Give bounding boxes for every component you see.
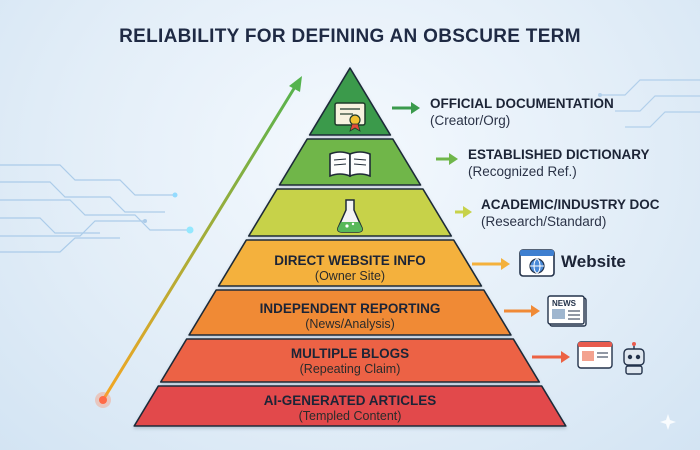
page-title: RELIABILITY FOR DEFINING AN OBSCURE TERM (119, 26, 581, 47)
tier-sub: (Templed Content) (298, 409, 402, 424)
arrow-reporting (504, 305, 540, 317)
tier-label-website: DIRECT WEBSITE INFO (Owner Site) (0, 253, 700, 284)
book-icon (329, 151, 371, 178)
tier-sub: (Research/Standard) (481, 213, 607, 229)
tier-sub: (News/Analysis) (305, 317, 395, 332)
tier-name: OFFICIAL DOCUMENTATION (430, 96, 614, 111)
tier-name: DIRECT WEBSITE INFO (274, 253, 426, 268)
tier-sub: (Owner Site) (314, 269, 386, 284)
tier-label-academic: ACADEMIC/INDUSTRY DOC (Research/Standard… (481, 197, 660, 231)
tier-name: ESTABLISHED DICTIONARY (468, 147, 650, 162)
tier-label-reporting: INDEPENDENT REPORTING (News/Analysis) (0, 301, 700, 332)
newspaper-icon: NEWS (547, 295, 587, 327)
news-label: NEWS (552, 299, 577, 308)
tier-name: INDEPENDENT REPORTING (259, 301, 441, 316)
browser-globe-icon (519, 249, 555, 277)
tier-label-dictionary: ESTABLISHED DICTIONARY (Recognized Ref.) (468, 147, 650, 181)
arrow-blogs (532, 351, 570, 363)
certificate-icon (334, 102, 366, 132)
reliability-ascend-arrow (95, 76, 302, 408)
tier-name: AI-GENERATED ARTICLES (263, 393, 437, 408)
tier-name: ACADEMIC/INDUSTRY DOC (481, 197, 660, 212)
blog-robot-icon (577, 341, 645, 375)
arrow-website (472, 258, 510, 270)
flask-icon (337, 199, 363, 233)
tier-direct-website (217, 239, 483, 287)
tier-label-ai: AI-GENERATED ARTICLES (Templed Content) (0, 393, 700, 424)
arrow-official (392, 102, 420, 114)
tier-sub: (Repeating Claim) (299, 362, 401, 377)
tier-sub: (Creator/Org) (430, 112, 511, 128)
tier-label-official: OFFICIAL DOCUMENTATION (Creator/Org) (430, 96, 614, 130)
tier-official-documentation (308, 67, 392, 136)
tier-label-blogs: MULTIPLE BLOGS (Repeating Claim) (0, 346, 700, 377)
circuit-lines-right (598, 79, 700, 128)
arrow-dictionary (436, 153, 458, 165)
tier-sub: (Recognized Ref.) (468, 163, 577, 179)
circuit-lines-left (0, 164, 194, 253)
tier-multiple-blogs (159, 338, 541, 383)
arrow-academic (455, 206, 472, 218)
tier-independent-reporting (188, 289, 512, 336)
website-label: Website (561, 252, 626, 271)
tier-name: MULTIPLE BLOGS (290, 346, 410, 361)
sparkle-icon (660, 414, 676, 430)
tier-ai-articles (133, 385, 567, 427)
